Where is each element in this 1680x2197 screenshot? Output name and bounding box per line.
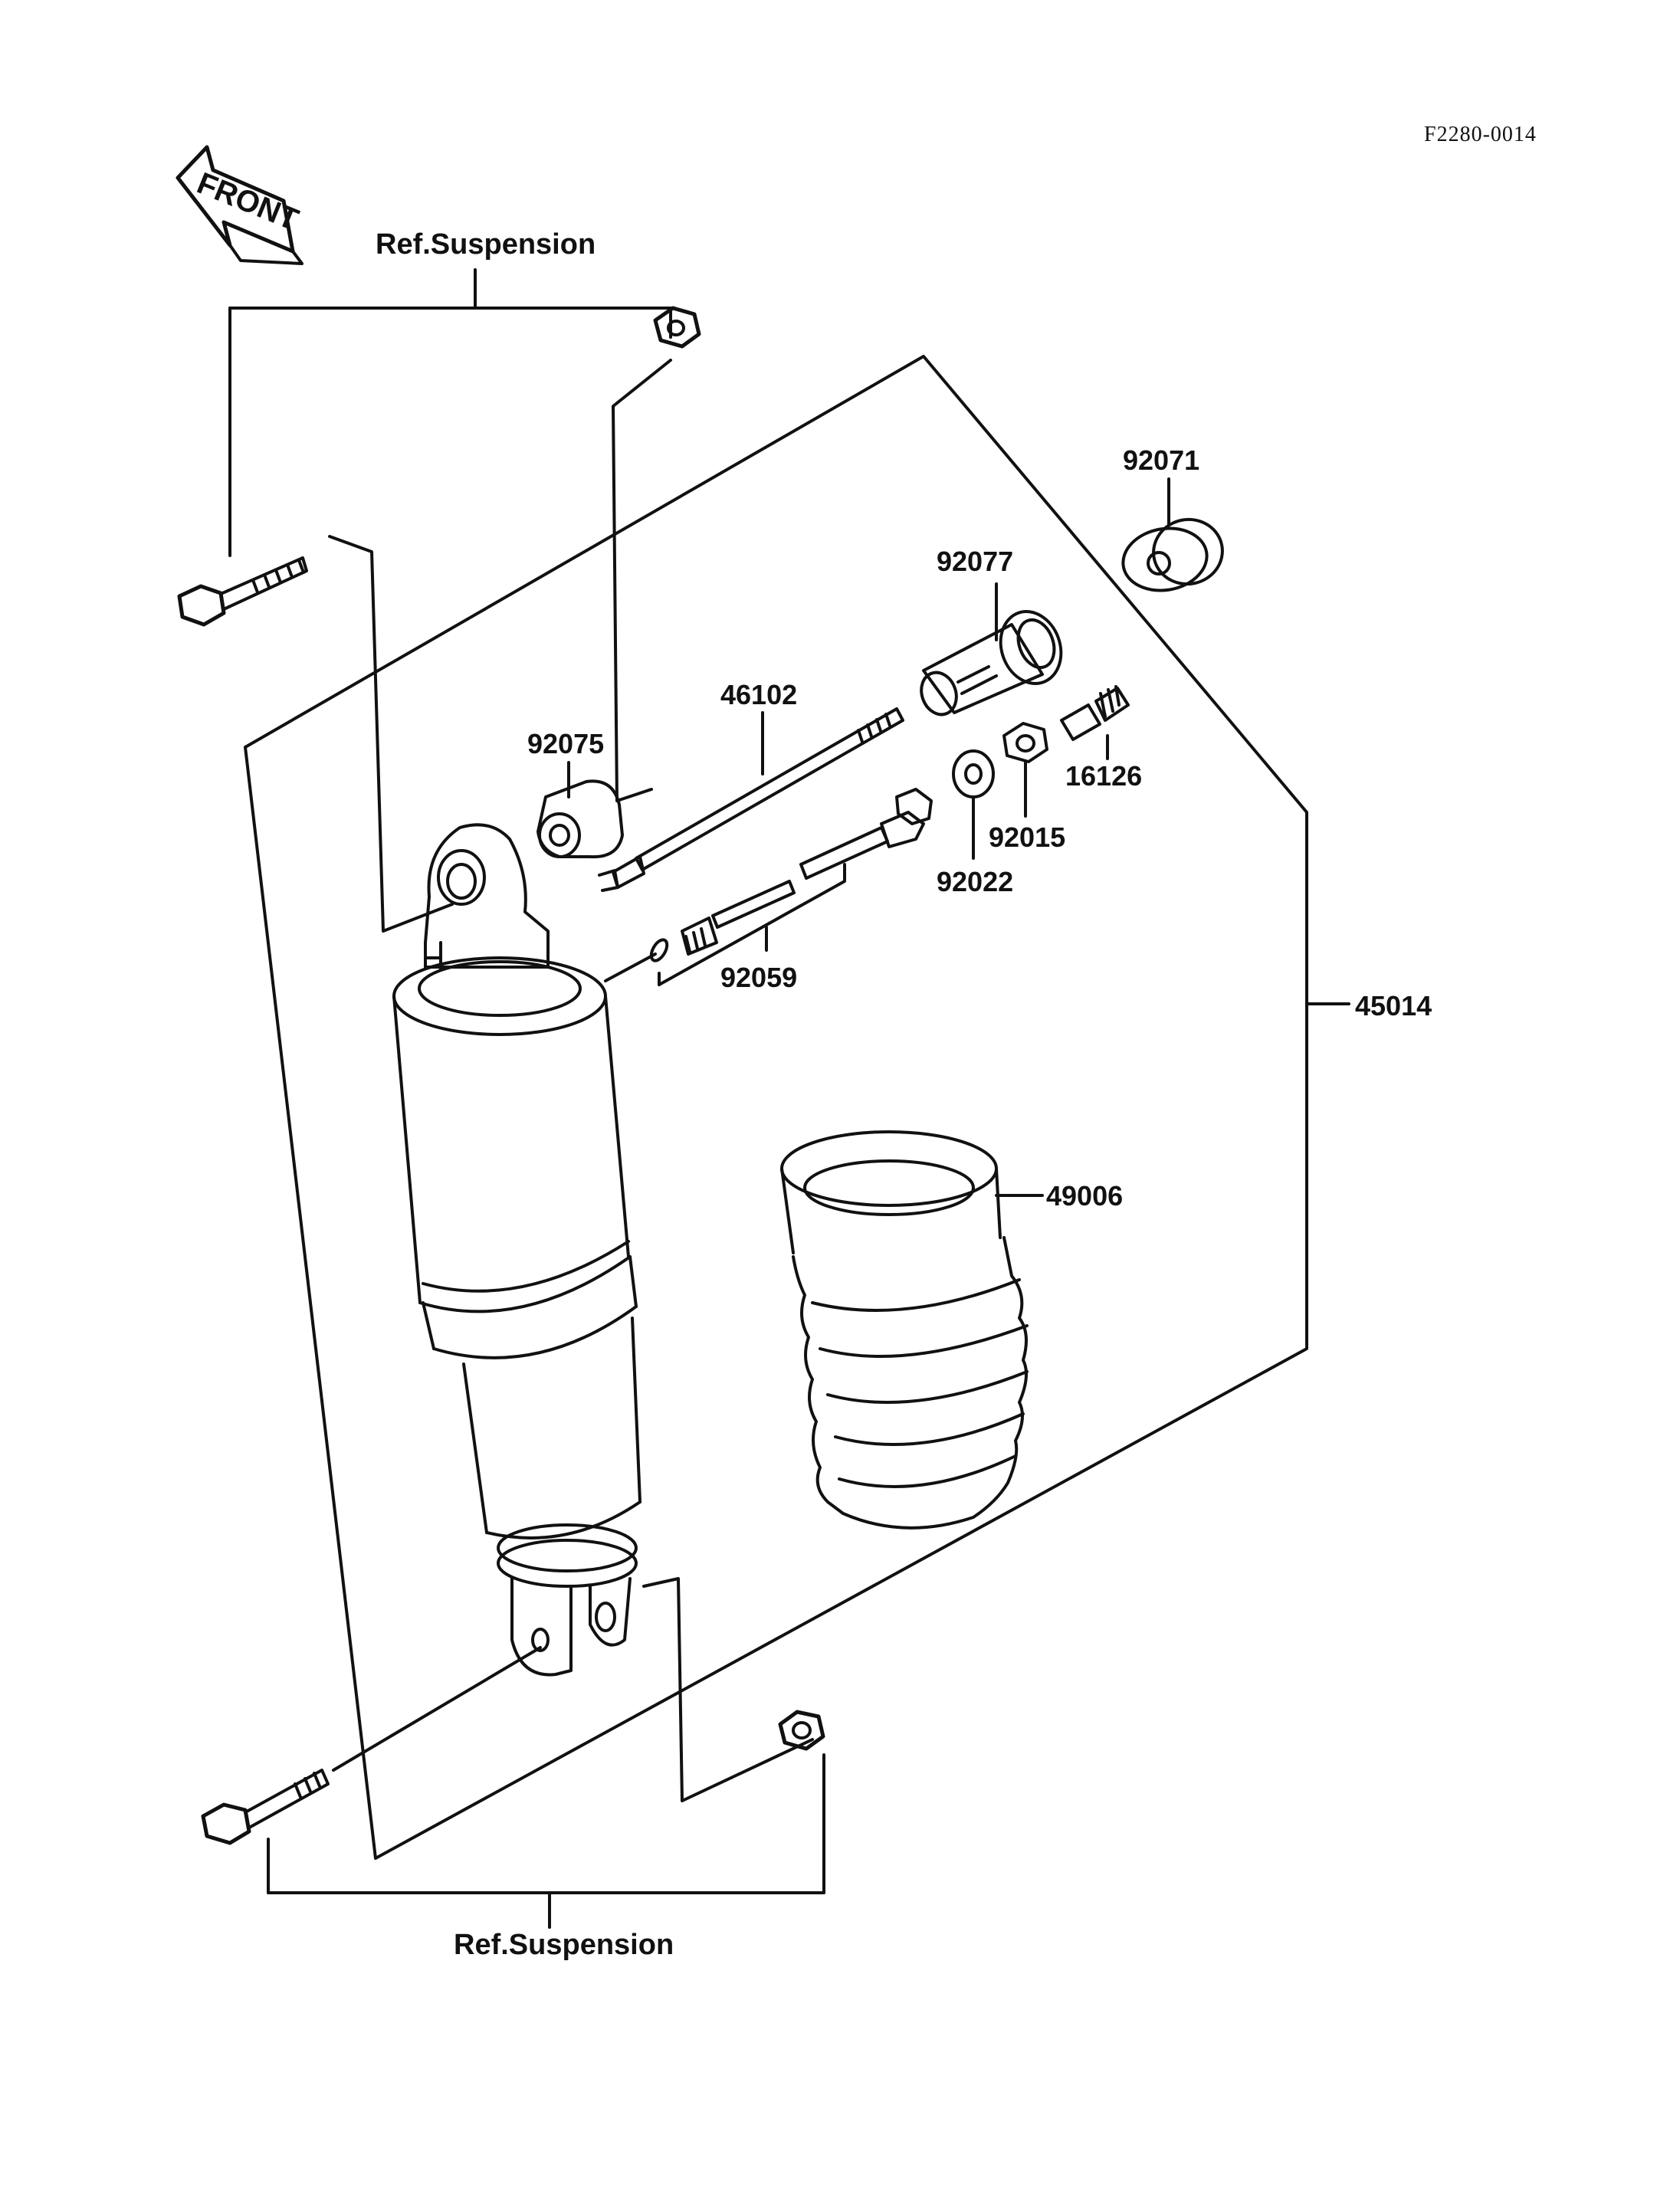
front-arrow-icon: FRONT — [176, 145, 304, 265]
bottom-nut-icon — [778, 1710, 825, 1751]
part-label-92022: 92022 — [937, 866, 1014, 897]
washer-92022-icon — [952, 749, 995, 798]
part-label-92077: 92077 — [937, 546, 1014, 577]
ref-suspension-bottom-bracket — [267, 1753, 825, 1929]
valve-16126-icon — [1060, 685, 1130, 741]
shock-absorber-icon — [392, 823, 641, 1677]
part-label-92075: 92075 — [527, 728, 605, 759]
collar-92077-icon — [920, 610, 1063, 716]
part-label-16126: 16126 — [1065, 760, 1143, 792]
nut-92015-icon — [1002, 722, 1048, 763]
rubber-92071-icon — [1121, 517, 1224, 592]
rod-46102-icon — [598, 707, 904, 892]
bottom-bolt-icon — [201, 1769, 330, 1845]
part-label-92015: 92015 — [989, 821, 1066, 853]
top-bolt-icon — [177, 556, 308, 627]
bottom-connection-lines — [332, 1577, 814, 1802]
part-label-92059: 92059 — [720, 962, 798, 993]
leader-lines — [567, 477, 1170, 860]
front-arrow-text: FRONT — [192, 166, 303, 237]
bushing-92075-icon — [536, 779, 624, 859]
ref-suspension-top-label: Ref.Suspension — [376, 228, 596, 261]
boot-49006-icon — [780, 1130, 1044, 1530]
bracket-92059 — [604, 863, 846, 986]
part-label-45014: 45014 — [1355, 990, 1432, 1021]
ref-suspension-bottom-label: Ref.Suspension — [454, 1929, 674, 1961]
diagram-code: F2280-0014 — [1424, 123, 1537, 146]
adjuster-92059-icon — [649, 788, 933, 962]
part-label-92071: 92071 — [1123, 444, 1200, 476]
kit-45014-outline — [244, 355, 1350, 1860]
part-label-49006: 49006 — [1046, 1180, 1124, 1212]
top-nut-icon — [653, 306, 701, 349]
top-connection-lines — [328, 359, 672, 933]
ref-suspension-top-bracket — [228, 268, 672, 557]
part-label-46102: 46102 — [720, 679, 798, 710]
